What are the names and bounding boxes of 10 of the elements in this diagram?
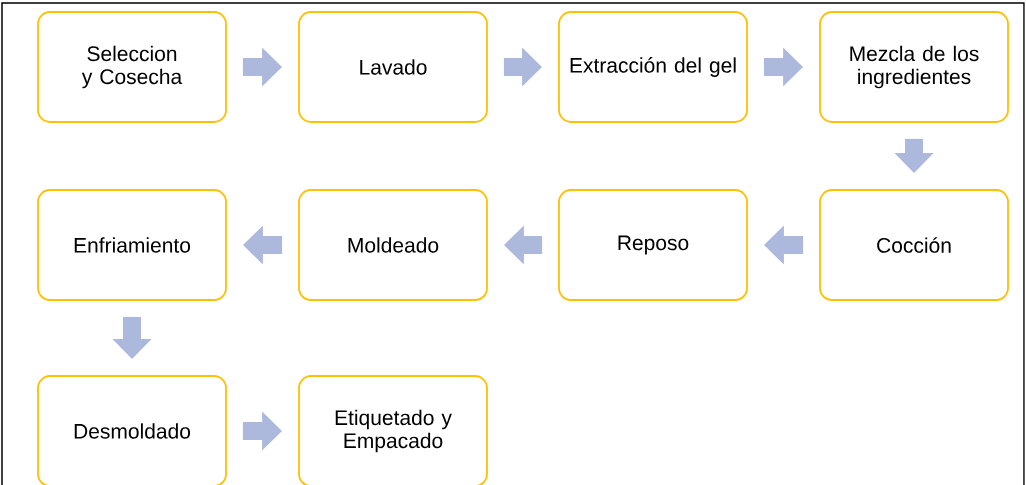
process-box: Seleccion y Cosecha [37, 11, 227, 123]
process-box: Cocción [819, 189, 1009, 301]
process-box: Enfriamiento [37, 189, 227, 301]
process-box: Desmoldado [37, 375, 227, 485]
process-box: Reposo [558, 189, 748, 301]
process-box: Extracción del gel [558, 11, 748, 123]
process-box: Etiquetado y Empacado [298, 375, 488, 485]
process-box: Mezcla de los ingredientes [819, 11, 1009, 123]
process-box: Lavado [298, 11, 488, 123]
process-box: Moldeado [298, 189, 488, 301]
